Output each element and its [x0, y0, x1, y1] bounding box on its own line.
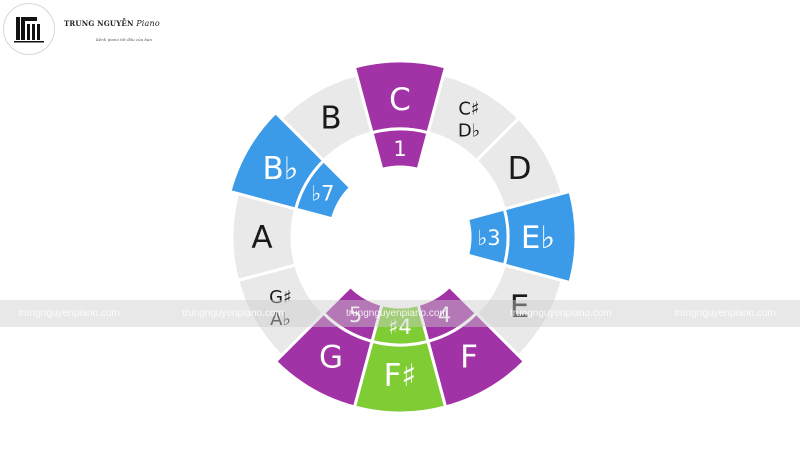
degree-label: 5 [349, 303, 362, 327]
degree-label: 1 [393, 137, 406, 161]
note-label: G [319, 340, 343, 376]
watermark-text: trungnguyenpiano.com [510, 308, 612, 319]
degree-label: ♭3 [477, 226, 500, 250]
piano-keys-logo-icon [14, 17, 44, 43]
note-label: C♯ [458, 98, 479, 119]
note-label: D [508, 151, 532, 187]
brand-tagline: Kênh piano tốt đầu của bạn [96, 37, 152, 42]
degree-segment [466, 207, 510, 267]
note-label: F♯ [384, 358, 417, 394]
watermark-text: trungnguyenpiano.com [18, 308, 120, 319]
note-label: E [510, 289, 530, 325]
degree-label: ♭7 [311, 182, 334, 206]
watermark-text: trungnguyenpiano.com [346, 308, 448, 319]
note-label: B♭ [263, 151, 299, 187]
note-label: A♭ [270, 309, 291, 330]
degree-segment [370, 127, 430, 171]
watermark-text: trungnguyenpiano.com [674, 308, 776, 319]
note-label: F [460, 340, 478, 376]
degree-label: 4 [438, 303, 451, 327]
brand-name: TRUNG NGUYỄN Piano [64, 19, 160, 28]
brand-name-text: TRUNG NGUYỄN [64, 19, 134, 28]
degree-label: ♯4 [388, 315, 412, 339]
note-label: A [251, 220, 272, 256]
degree-segment [322, 284, 384, 343]
brand-name-script: Piano [136, 19, 160, 28]
watermark-band [0, 300, 800, 327]
note-label: E♭ [521, 220, 555, 256]
note-label: D♭ [458, 120, 480, 141]
watermark-text: trungnguyenpiano.com [182, 308, 284, 319]
note-label: G♯ [269, 287, 292, 308]
degree-segment [294, 159, 353, 221]
logo [3, 3, 55, 55]
note-label: B [320, 100, 341, 136]
note-label: C [389, 82, 411, 118]
